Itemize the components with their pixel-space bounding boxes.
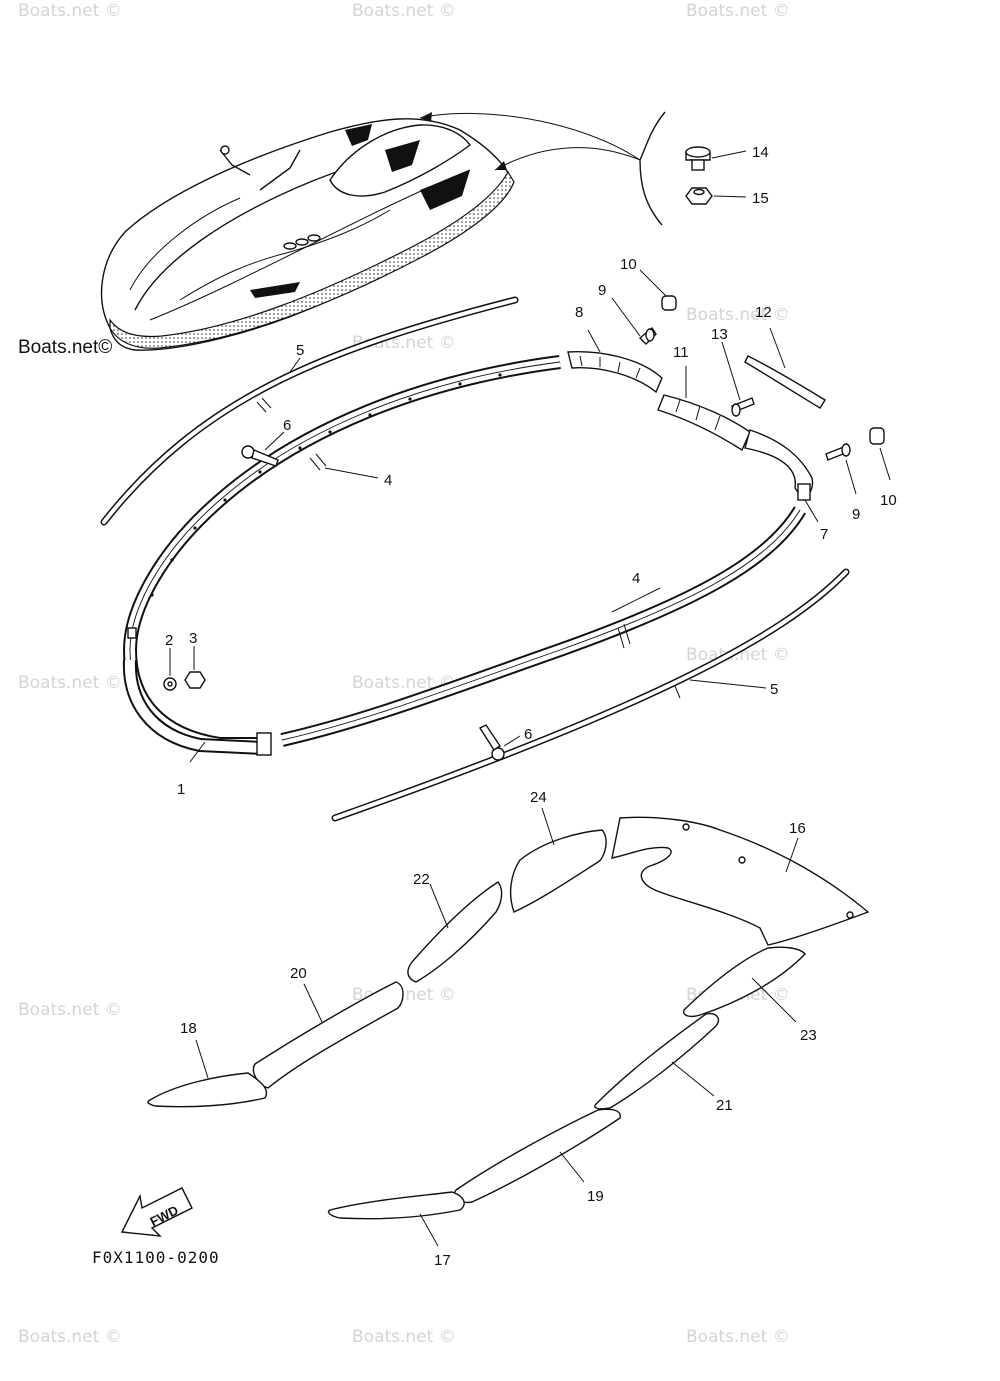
part-22-mat [407,881,503,983]
callout-part-10: 10 [880,492,897,509]
callout-part-21: 21 [716,1097,733,1114]
part-5-lower-strip [331,568,850,822]
part-10-cap-upper [639,269,677,311]
part-24-mat [509,807,607,913]
watermark: Boats.net © [686,645,790,665]
callout-part-9: 9 [598,282,606,299]
callout-part-2: 2 [165,632,173,649]
watermark: Boats.net © [686,1,790,21]
callout-part-20: 20 [290,965,307,982]
callout-part-13: 13 [711,326,728,343]
part-9-rivet-lower [825,443,857,495]
watermark: Boats.net © [18,1327,122,1347]
watermark: Boats.net © [18,1000,122,1020]
callout-part-4: 4 [632,570,640,587]
part-7-joint [744,429,819,523]
callout-part-1: 1 [177,781,185,798]
callouts: 1 2 3 4 4 5 5 6 6 7 8 9 9 10 10 11 12 13… [165,144,897,1269]
watermark: Boats.net © [686,305,790,325]
callout-part-8: 8 [575,304,583,321]
callout-part-5: 5 [770,681,778,698]
part-12-pad [744,327,826,409]
watermark: Boats.net © [18,1,122,21]
part-2-washer [163,648,177,691]
part-8-joint [567,329,663,394]
callout-part-6: 6 [283,417,291,434]
callout-part-24: 24 [530,789,547,806]
callout-part-11: 11 [673,344,689,361]
part-16-mat [611,816,870,946]
watermark: Boats.net © [18,673,122,693]
part-15-nut [685,187,747,205]
part-9-rivet-upper [611,297,657,345]
brand-label: Boats.net© [18,337,112,358]
part-23-mat [683,946,806,1023]
part-21-mat [594,1012,720,1110]
part-5-upper-strip [100,296,519,526]
part-18-mat [147,1039,268,1108]
watercraft-illustration [100,111,666,351]
callout-part-7: 7 [820,526,828,543]
callout-part-5: 5 [296,342,304,359]
callout-part-16: 16 [789,820,806,837]
callout-part-3: 3 [189,630,197,647]
part-6-screw-upper [241,431,285,467]
callout-part-4: 4 [384,472,392,489]
part-14-bolt [685,146,747,171]
part-4-right-rail [280,506,807,747]
watermark: Boats.net © [686,1327,790,1347]
callout-part-14: 14 [752,144,769,161]
part-6-screw-lower [478,724,521,761]
part-13-rivet [721,341,755,417]
part-1-leader [189,741,206,763]
callout-part-10: 10 [620,256,637,273]
watermark: Boats.net © [352,1327,456,1347]
part-10-cap-lower [869,427,891,481]
callout-part-17: 17 [434,1252,451,1269]
callout-part-19: 19 [587,1188,604,1205]
part-3-nut [184,646,206,689]
fwd-arrow-icon: FWD [120,1187,193,1237]
watermark: Boats.net © [352,673,456,693]
callout-part-18: 18 [180,1020,197,1037]
part-17-mat [327,1191,465,1247]
figure-code: F0X1100-0200 [92,1248,220,1267]
part-20-mat [252,981,404,1089]
callout-part-22: 22 [413,871,430,888]
callout-part-9: 9 [852,506,860,523]
callout-part-6: 6 [524,726,532,743]
watermark: Boats.net © [352,1,456,21]
callout-part-12: 12 [755,304,772,321]
part-4-gunwale-rail [122,355,561,756]
callout-part-15: 15 [752,190,769,207]
callout-part-23: 23 [800,1027,817,1044]
part-11-joint [657,366,751,452]
part-19-mat [453,1108,621,1204]
